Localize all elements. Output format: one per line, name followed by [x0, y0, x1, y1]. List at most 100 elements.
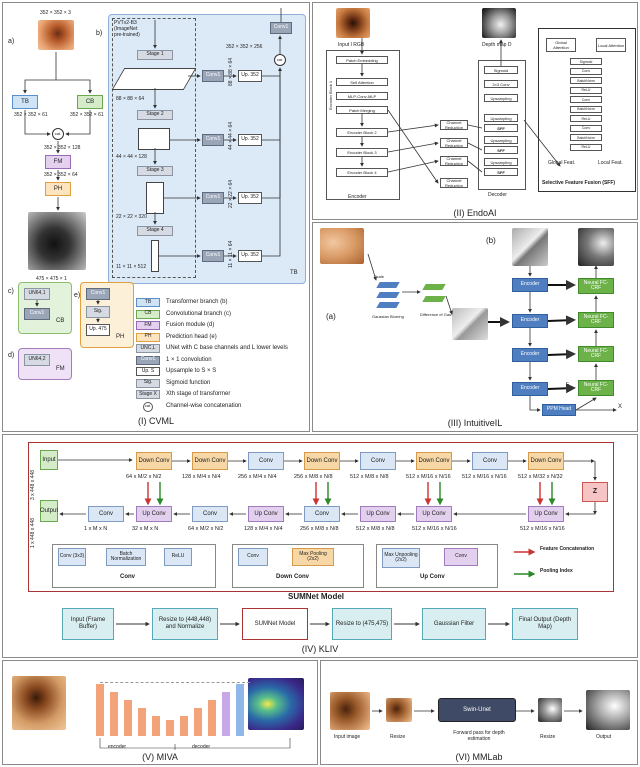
mmlab-forward: Forward pass for depth estimation [453, 730, 505, 742]
miva-skip [100, 682, 250, 684]
intuitivel-gauss-3 [376, 302, 400, 308]
cvml-conv1-s3: Conv1 [202, 192, 224, 204]
kliv-top-dim: 512 x M/16 x N/16 [462, 474, 507, 480]
legend-key: Stage X [136, 390, 160, 399]
endoai-global-att: Global Attention [546, 38, 576, 52]
intuitivel-crf-1: Neural FC-CRF [578, 278, 614, 294]
kliv-legend-conv-2: Batch Normalization [106, 548, 146, 566]
kliv-legend-up-title: Up Conv [420, 574, 445, 580]
endoai-enc4: Encoder Block 4 [336, 168, 388, 177]
cvml-block-44 [138, 128, 170, 150]
kliv-pipeline-step: Gaussian Filter [422, 608, 486, 640]
intuitivel-encoder-1: Encoder [512, 278, 548, 292]
mmlab-resize-image [386, 698, 412, 722]
intuitivel-encoder-4: Encoder [512, 382, 548, 396]
endoai-sff-region [538, 28, 636, 192]
cvml-up-s2: Up. 352 [238, 134, 262, 146]
intuitivel-encoder-2: Encoder [512, 314, 548, 328]
miva-bar [110, 692, 118, 736]
kliv-pipeline-step: Resize to (448,448) and Normalize [152, 608, 218, 640]
miva-output-image [248, 678, 304, 730]
intuitivel-dog-2 [422, 296, 446, 302]
kliv-bot-dim: 512 x M/16 x N/16 [412, 526, 457, 532]
miva-bar [180, 716, 188, 736]
legend-key: UNC,L [136, 344, 160, 353]
endoai-encoder-label: Encoder [348, 194, 367, 200]
endoai-dec-sff1: SFF [484, 124, 518, 132]
kliv-legend-conv-title: Conv [120, 574, 135, 580]
mmlab-swin: Swin-Unet [438, 698, 516, 722]
intuitivel-b-img2 [578, 228, 614, 266]
endoai-chred-3: Channel Reduction [440, 156, 468, 166]
cvml-tb-corner: TB [290, 270, 298, 276]
cvml-cat-node: cat. [52, 128, 64, 140]
miva-bar [96, 684, 104, 736]
cvml-cat-b: cat. [274, 54, 286, 66]
endoai-encoder-block1: Encoder Block 1 [328, 80, 333, 110]
kliv-legend-conv-1: Conv (3x3) [58, 548, 86, 566]
miva-bar [236, 684, 244, 736]
cvml-cb-tag: CB [56, 318, 65, 324]
intuitivel-f: F [566, 382, 570, 388]
cvml-dim-fm: 352 × 352 × 64 [44, 172, 78, 178]
intuitivel-crf-3: Neural FC-CRF [578, 346, 614, 362]
sff-stack-item: BatchNorm [570, 105, 602, 113]
kliv-legend-down [232, 544, 364, 588]
sff-stack-item: ReLU [570, 86, 602, 94]
intuitivel-encoder-3: Encoder [512, 348, 548, 362]
cvml-side-44: 44 × 44 × 64 [228, 121, 234, 150]
legend-desc: Transformer branch (b) [166, 299, 228, 305]
cvml-dim-out: 352 × 352 × 256 [226, 44, 263, 50]
cvml-depth-output [28, 212, 86, 270]
kliv-model-title: SUMNet Model [288, 592, 344, 601]
miva-encoder: encoder [108, 744, 127, 750]
endoai-chred-2: Channel Reduction [440, 138, 468, 148]
kliv-top-dim: 64 x M/2 x N/2 [126, 474, 162, 480]
panel-caption-mmlab: (VI) MMLab [455, 752, 503, 762]
legend-key: CB [136, 309, 160, 319]
intuitivel-scale: Scale [374, 274, 385, 279]
endoai-input-image [336, 8, 370, 38]
endoai-dec-up4: Upsampling [484, 158, 518, 166]
mmlab-resize1-label: Resize [390, 734, 406, 740]
kliv-model-frame [28, 442, 614, 592]
cvml-block-11 [151, 240, 159, 272]
kliv-bot-block: Up Conv [360, 506, 396, 522]
miva-bar [222, 692, 230, 736]
endoai-decoder-label: Decoder [488, 192, 507, 198]
kliv-out-dim: 1 x 448 x 448 [30, 517, 36, 548]
cvml-dim-44: 44 × 44 × 128 [116, 154, 147, 160]
endoai-dec-up2: Upsampling [484, 114, 518, 122]
kliv-bot-dim: 256 x M/8 x N/8 [300, 526, 339, 532]
kliv-legend-conv-3: ReLU [164, 548, 192, 566]
cvml-ph-box: PH [45, 182, 71, 196]
miva-bar [124, 700, 132, 736]
endoai-patch-merge: Patch Merging [336, 106, 388, 114]
panel-caption-cvml: (I) CVML [138, 416, 174, 426]
cvml-cb-conv1: Conv1 [24, 308, 50, 320]
endoai-dec-up3: Upsampling [484, 136, 518, 144]
miva-decoder: decoder [192, 744, 211, 750]
intuitivel-gauss-1 [376, 282, 400, 288]
kliv-bot-dim: 128 x M/4 x N/4 [244, 526, 283, 532]
sff-stack-item: Conv [570, 67, 602, 75]
endoai-global-feat: Global Feat. [548, 160, 576, 166]
cvml-cb-unet: UN64,1 [24, 288, 50, 300]
kliv-output: Output [40, 500, 58, 522]
cvml-stage4: Stage 4 [137, 226, 173, 236]
kliv-legend-down-2: Max Pooling (2x2) [292, 548, 334, 566]
cvml-label-e: e) [74, 292, 81, 299]
kliv-bot-block: Conv [88, 506, 124, 522]
endoai-chred-4: Channel Reduction [440, 178, 468, 188]
endoai-patch-embed: Patch Embedding [336, 56, 388, 64]
intuitivel-label-a: (a) [326, 312, 336, 321]
legend-desc: Xth stage of transformer [166, 391, 231, 397]
cvml-up-s1: Up. 352 [238, 70, 262, 82]
kliv-legend-down-title: Down Conv [276, 574, 309, 580]
kliv-top-dim: 256 x M/8 x N/8 [294, 474, 333, 480]
cvml-ph-conv1: Conv1 [86, 288, 110, 300]
miva-bar [166, 720, 174, 736]
endoai-self-att: Self Attention [336, 78, 388, 86]
intuitivel-dog-label: Difference of Gaussian [420, 312, 461, 317]
legend-key: cat. [143, 401, 153, 412]
